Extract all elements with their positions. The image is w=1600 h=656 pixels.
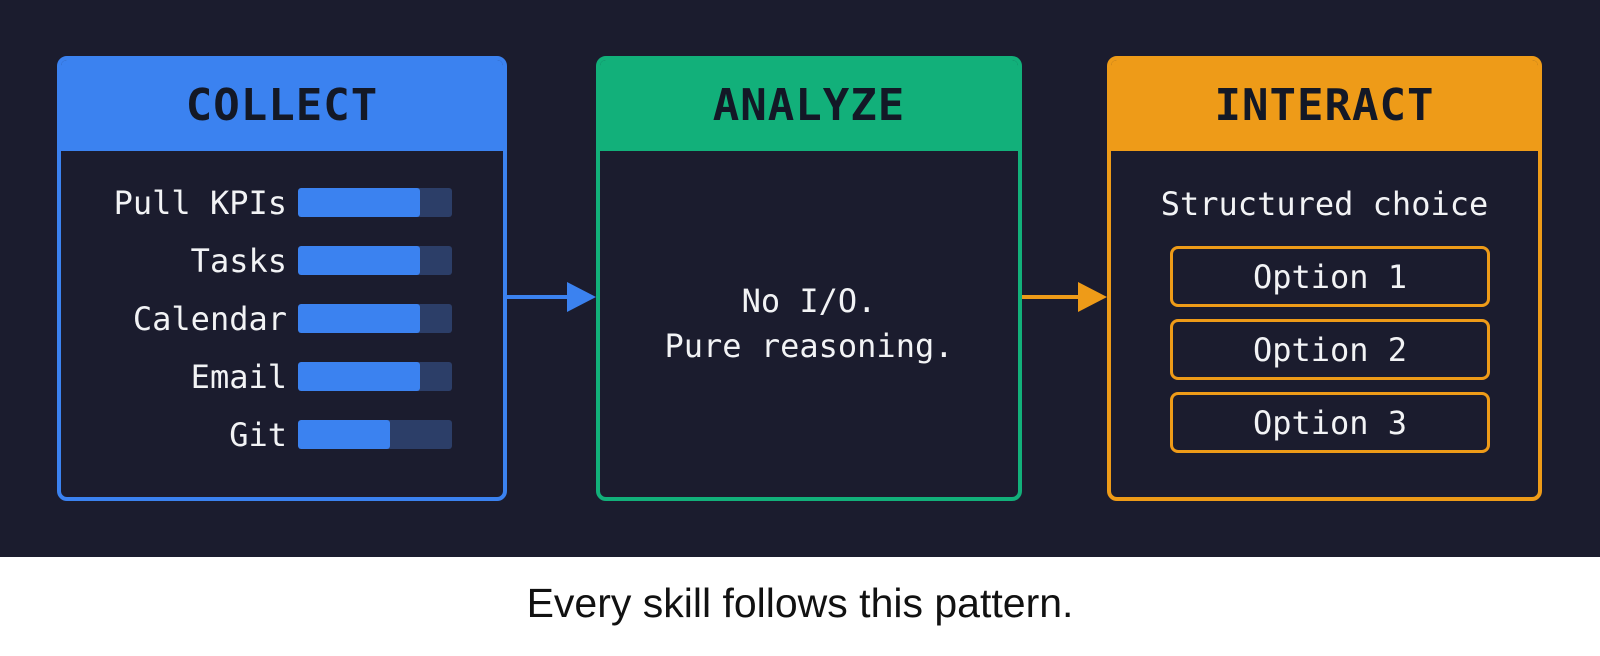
analyze-box: ANALYZE No I/O. Pure reasoning.: [596, 56, 1022, 501]
diagram-stage: COLLECT Pull KPIs Tasks Calendar Email G…: [0, 0, 1600, 557]
progress-bar: [298, 188, 452, 217]
interact-subtitle: Structured choice: [1160, 185, 1489, 223]
collect-box: COLLECT Pull KPIs Tasks Calendar Email G…: [57, 56, 507, 501]
source-label: Git: [229, 416, 287, 454]
interact-header: INTERACT: [1111, 60, 1538, 151]
progress-bar: [298, 420, 452, 449]
source-row-email: Email: [61, 358, 503, 396]
source-label: Pull KPIs: [113, 184, 287, 222]
option-1-button[interactable]: Option 1: [1170, 246, 1490, 307]
analyze-description: No I/O. Pure reasoning.: [600, 151, 1018, 497]
source-row-calendar: Calendar: [61, 300, 503, 338]
analyze-line-1: No I/O.: [741, 282, 877, 320]
arrow-right-icon: [507, 282, 596, 312]
progress-bar: [298, 246, 452, 275]
progress-fill: [298, 246, 420, 275]
progress-bar: [298, 304, 452, 333]
source-row-pull-kpis: Pull KPIs: [61, 184, 503, 222]
arrow-right-icon: [1022, 282, 1107, 312]
collect-header: COLLECT: [61, 60, 503, 151]
source-row-git: Git: [61, 416, 503, 454]
progress-fill: [298, 420, 391, 449]
progress-fill: [298, 362, 420, 391]
option-3-button[interactable]: Option 3: [1170, 392, 1490, 453]
caption: Every skill follows this pattern.: [526, 580, 1074, 626]
option-2-button[interactable]: Option 2: [1170, 319, 1490, 380]
analyze-line-2: Pure reasoning.: [664, 327, 954, 365]
analyze-header: ANALYZE: [600, 60, 1018, 151]
source-label: Email: [190, 358, 287, 396]
source-label: Calendar: [132, 300, 287, 338]
progress-fill: [298, 188, 420, 217]
source-row-tasks: Tasks: [61, 242, 503, 280]
progress-bar: [298, 362, 452, 391]
source-label: Tasks: [190, 242, 287, 280]
progress-fill: [298, 304, 420, 333]
interact-box: INTERACT Structured choice Option 1 Opti…: [1107, 56, 1542, 501]
